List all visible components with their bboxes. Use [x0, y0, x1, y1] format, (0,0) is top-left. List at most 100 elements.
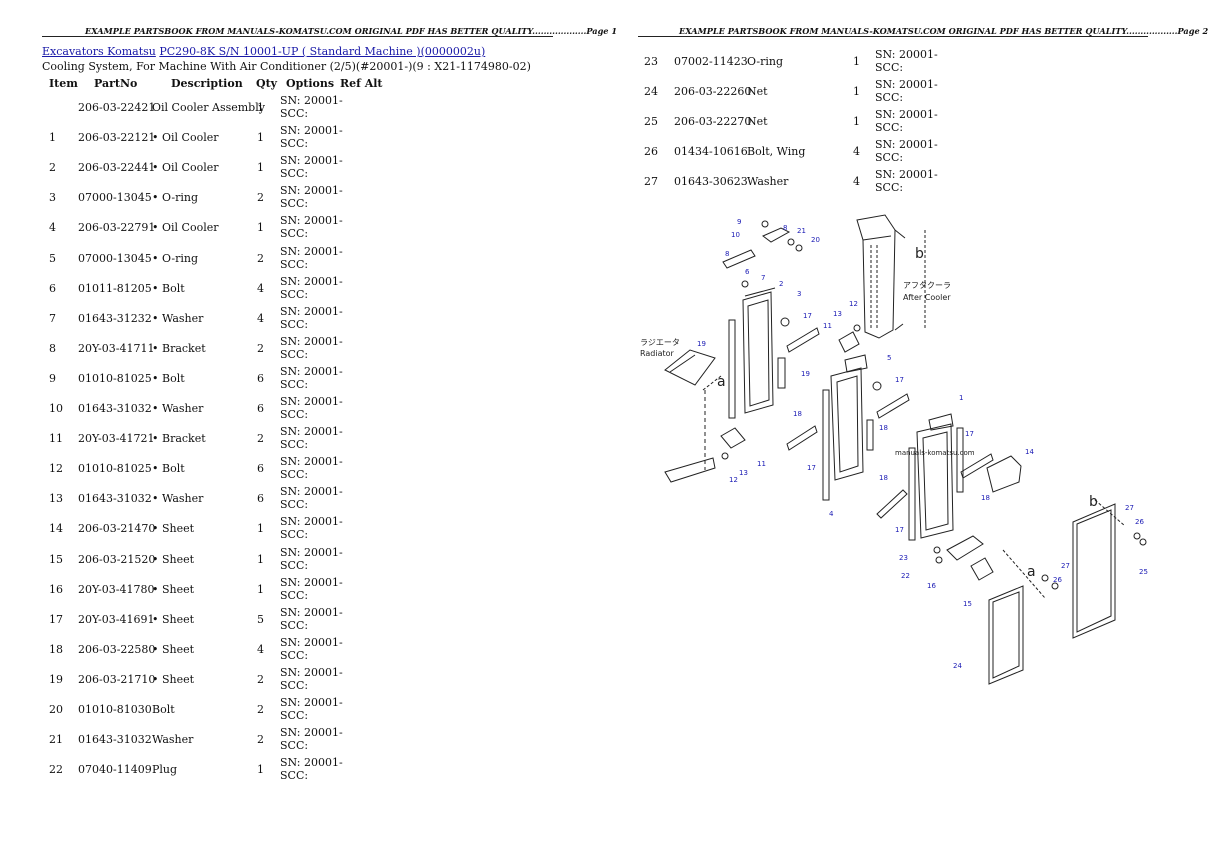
row-part-number: 206-03-22121	[78, 131, 156, 145]
row-item-number: 21	[49, 733, 63, 747]
callout-3: 3	[797, 290, 801, 298]
breadcrumb-model-link[interactable]: PC290-8K S/N 10001-UP ( Standard Machine…	[159, 45, 486, 58]
row-item-number: 17	[49, 612, 63, 626]
col-header-qty: Qty	[256, 77, 278, 90]
row-options-scc: SCC:	[280, 197, 309, 211]
callout-23: 23	[899, 554, 908, 562]
row-options-sn: SN: 20001-	[875, 138, 938, 151]
row-options-scc: SCC:	[280, 287, 309, 301]
row-quantity: 6	[257, 492, 264, 506]
row-part-number: 07000-13045	[78, 191, 152, 205]
row-options-scc: SCC:	[875, 91, 904, 104]
row-options-scc: SCC:	[280, 739, 309, 753]
row-options-sn: SN: 20001-	[280, 726, 343, 740]
callout-1: 1	[959, 394, 963, 402]
row-part-number: 20Y-03-41780	[78, 582, 155, 596]
row-part-number: 20Y-03-41711	[78, 341, 155, 355]
row-options-sn: SN: 20001-	[280, 696, 343, 709]
row-options-scc: SCC:	[280, 408, 309, 421]
row-options-sn: SN: 20001-	[280, 665, 343, 679]
row-options-scc: SCC:	[875, 181, 904, 194]
oil-cooler-4-illustration	[822, 354, 874, 501]
row-options-scc: SCC:	[875, 121, 904, 134]
row-quantity: 4	[853, 175, 860, 188]
callout-19: 19	[801, 370, 810, 378]
row-item-number: 1	[49, 131, 56, 145]
row-options-scc: SCC:	[280, 558, 309, 572]
callout-11: 11	[757, 460, 766, 468]
row-part-number: 206-03-21470	[78, 522, 156, 536]
row-options-sn: SN: 20001-	[280, 756, 343, 770]
row-options-scc: SCC:	[280, 167, 309, 181]
callout-18: 18	[981, 494, 990, 502]
callout-18: 18	[879, 424, 888, 432]
row-quantity: 1	[257, 552, 264, 566]
row-part-number: 206-03-21710	[78, 672, 156, 686]
row-description: • Sheet	[152, 522, 195, 536]
row-part-number: 206-03-22791	[78, 221, 156, 235]
row-options-sn: SN: 20001-	[280, 605, 343, 619]
row-description: • O-ring	[152, 191, 199, 205]
col-header-partno: PartNo	[94, 77, 138, 90]
callout-21: 21	[797, 227, 806, 235]
row-options-sn: SN: 20001-	[875, 108, 938, 121]
row-options-scc: SCC:	[280, 137, 309, 151]
row-part-number: 01010-81030	[78, 703, 152, 716]
watermark: manuals-komatsu.com	[895, 449, 975, 457]
row-options-scc: SCC:	[280, 317, 309, 331]
callout-13: 13	[739, 469, 748, 477]
callout-16: 16	[927, 582, 936, 590]
row-part-number: 01011-81205	[78, 281, 152, 295]
row-item-number: 27	[644, 175, 658, 188]
row-part-number: 206-03-22270	[674, 115, 752, 128]
row-description: • Bracket	[152, 341, 206, 355]
row-description: Oil Cooler Assembly	[152, 101, 265, 114]
row-part-number: 01434-10616	[674, 145, 748, 158]
row-options-sn: SN: 20001-	[875, 78, 938, 91]
callout-9: 9	[737, 218, 741, 226]
row-part-number: 01010-81025	[78, 462, 152, 476]
page-title: Cooling System, For Machine With Air Con…	[42, 60, 531, 73]
row-item-number: 15	[49, 552, 63, 566]
row-options-sn: SN: 20001-	[280, 124, 343, 138]
callout-17: 17	[807, 464, 816, 472]
row-options-sn: SN: 20001-	[280, 304, 343, 318]
callout-12: 12	[849, 300, 858, 308]
callout-26: 26	[1053, 576, 1062, 584]
header-divider	[638, 36, 1148, 37]
row-description: O-ring	[747, 55, 784, 68]
callout-5: 5	[887, 354, 891, 362]
callout-22: 22	[901, 572, 910, 580]
row-quantity: 4	[257, 642, 264, 656]
row-item-number: 23	[644, 55, 658, 68]
row-part-number: 206-03-21520	[78, 552, 156, 566]
row-quantity: 1	[257, 101, 264, 114]
row-description: • Sheet	[152, 642, 195, 656]
row-description: • Sheet	[152, 612, 195, 626]
row-options-sn: SN: 20001-	[280, 364, 343, 378]
row-item-number: 4	[49, 221, 56, 235]
col-header-item: Item	[49, 77, 78, 90]
row-part-number: 01643-30623	[674, 175, 748, 188]
row-item-number: 13	[49, 492, 63, 506]
col-header-ref-alt: Ref Alt	[340, 77, 383, 90]
net-25-illustration	[1072, 503, 1116, 639]
row-description: • O-ring	[152, 251, 199, 265]
callout-14: 14	[1025, 448, 1034, 456]
callout-26: 26	[1135, 518, 1144, 526]
row-item-number: 6	[49, 281, 56, 295]
row-item-number: 12	[49, 462, 63, 476]
callout-2: 2	[779, 280, 783, 288]
row-options-scc: SCC:	[280, 618, 309, 632]
row-item-number: 26	[644, 145, 658, 158]
row-description: • Bolt	[152, 462, 185, 476]
breadcrumb: Excavators Komatsu PC290-8K S/N 10001-UP…	[42, 45, 485, 58]
row-description: Bolt	[152, 703, 175, 716]
row-item-number: 25	[644, 115, 658, 128]
row-quantity: 2	[257, 432, 264, 446]
breadcrumb-category-link[interactable]: Excavators Komatsu	[42, 45, 156, 58]
exploded-parts-diagram: 9 10 8 21 20 8 6 7 2 3 17 11 13 12 19 19…	[640, 214, 1148, 685]
callout-25: 25	[1139, 568, 1148, 576]
row-options-sn: SN: 20001-	[280, 244, 343, 258]
row-options-sn: SN: 20001-	[280, 485, 343, 499]
